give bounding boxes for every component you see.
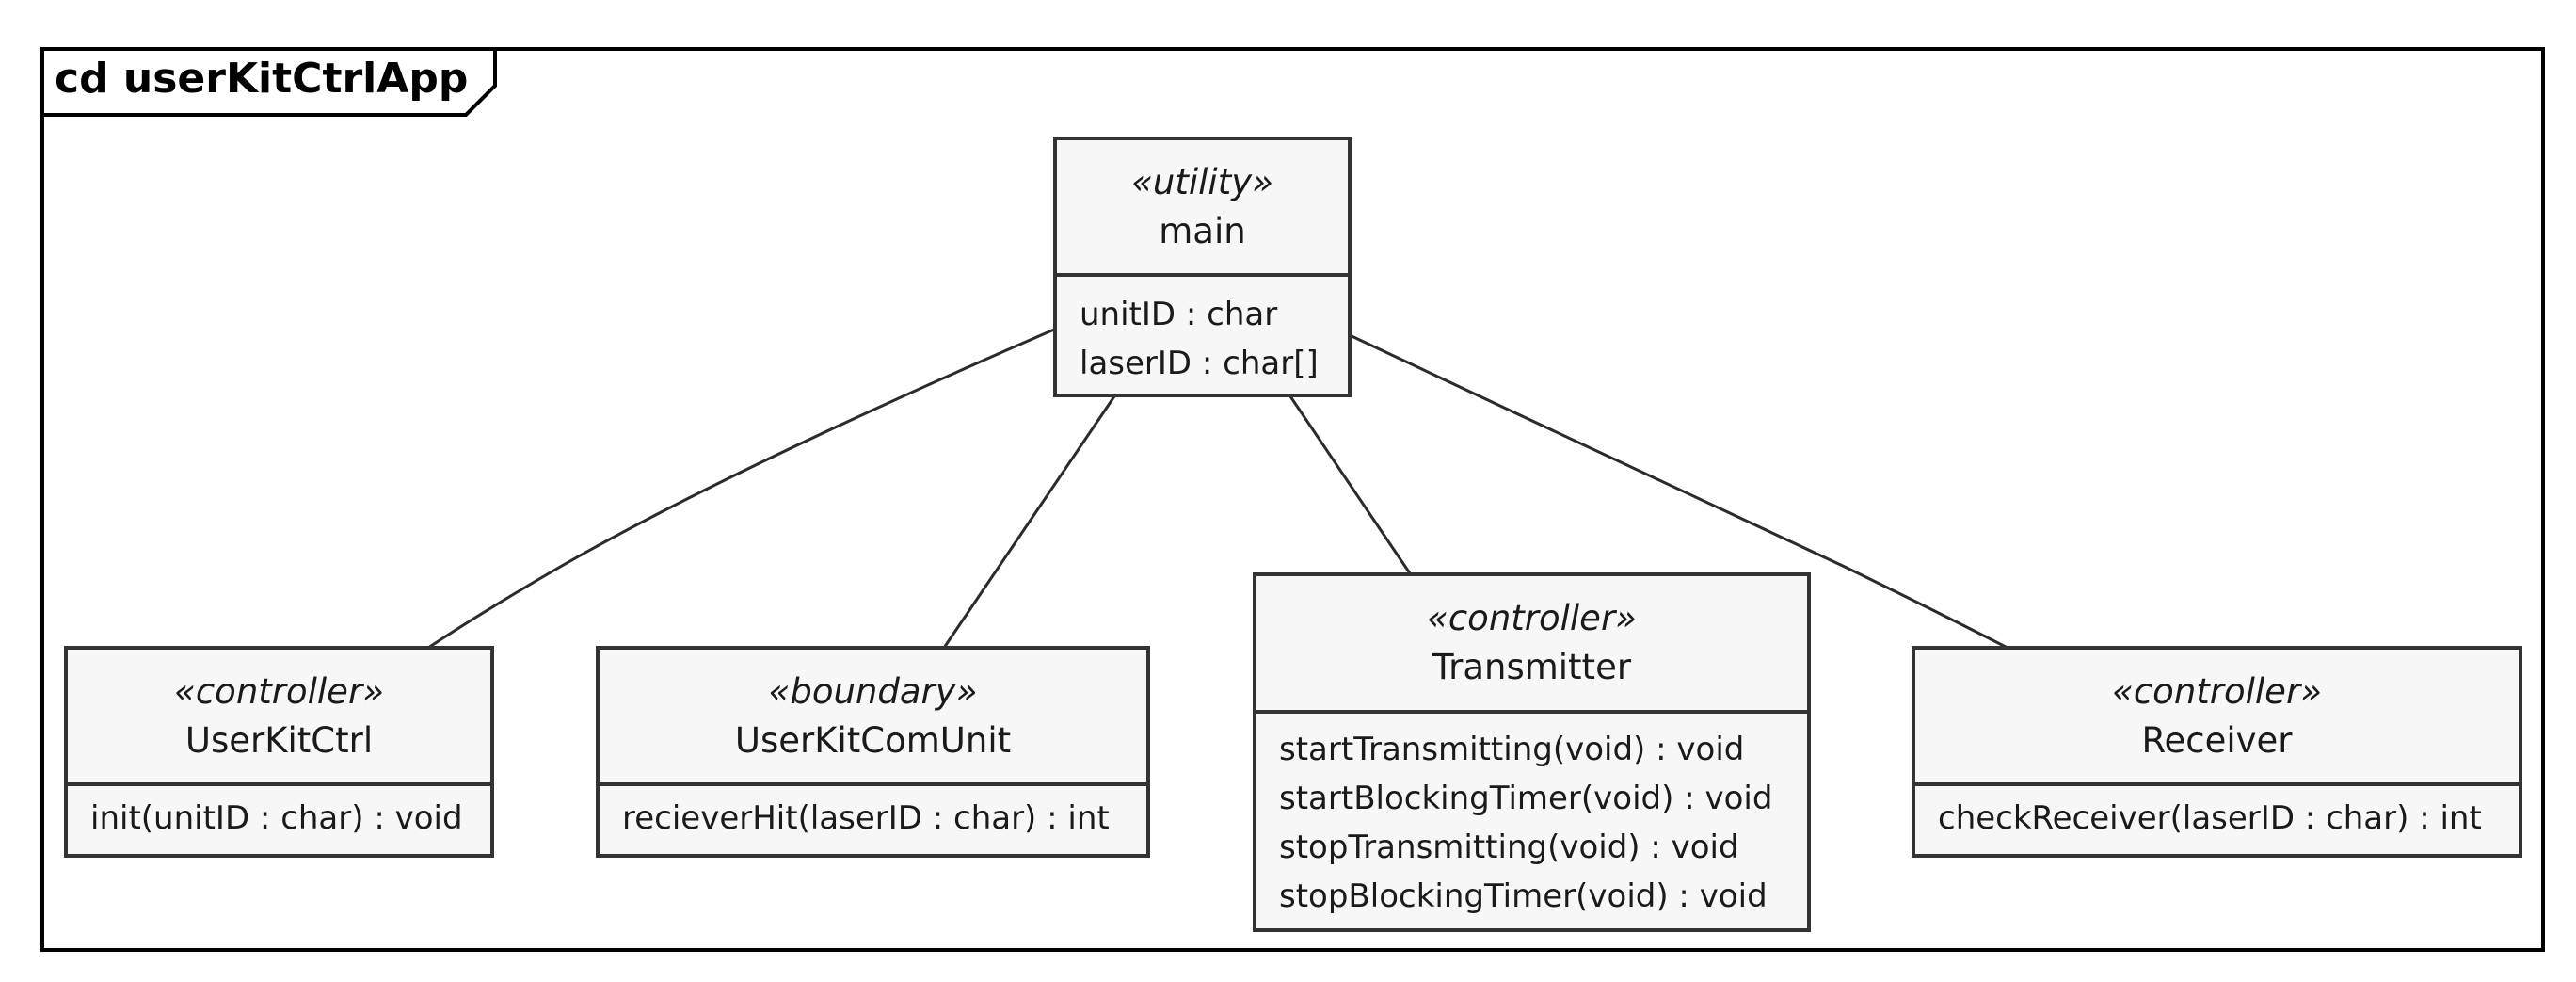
class-transmitter[interactable]: «controller» Transmitter startTransmitti… — [1253, 572, 1811, 932]
operation: init(unitID : char) : void — [90, 799, 463, 837]
class-name: Receiver — [2141, 719, 2293, 761]
class-header: «controller» Transmitter — [1256, 576, 1807, 714]
class-name: Transmitter — [1432, 647, 1632, 687]
stereotype-label: «boundary» — [768, 670, 978, 712]
class-receiver[interactable]: «controller» Receiver checkReceiver(lase… — [1912, 646, 2522, 858]
operation: recieverHit(laserID : char) : int — [622, 799, 1110, 837]
operation: startTransmitting(void) : void — [1279, 731, 1745, 768]
class-header: «controller» Receiver — [1915, 650, 2519, 786]
association-main-receiver — [1349, 333, 2008, 650]
operation: stopBlockingTimer(void) : void — [1279, 877, 1768, 915]
class-main[interactable]: «utility» main unitID : char laserID : c… — [1053, 137, 1352, 397]
class-header: «utility» main — [1057, 140, 1348, 277]
operation-compartment: checkReceiver(laserID : char) : int — [1915, 786, 2519, 843]
class-header: «boundary» UserKitComUnit — [600, 650, 1146, 786]
operation-compartment: init(unitID : char) : void — [68, 786, 490, 843]
stereotype-label: «utility» — [1131, 161, 1273, 202]
class-userkitcomunit[interactable]: «boundary» UserKitComUnit recieverHit(la… — [596, 646, 1150, 858]
operation: startBlockingTimer(void) : void — [1279, 780, 1773, 817]
class-header: «controller» UserKitCtrl — [68, 650, 490, 786]
operation-compartment: startTransmitting(void) : void startBloc… — [1256, 714, 1807, 921]
class-userkitctrl[interactable]: «controller» UserKitCtrl init(unitID : c… — [64, 646, 494, 858]
attribute: unitID : char — [1080, 296, 1278, 333]
attribute: laserID : char[] — [1080, 345, 1319, 382]
class-name: UserKitCtrl — [184, 719, 374, 761]
association-main-userkitcomunit — [942, 395, 1116, 649]
class-name: UserKitComUnit — [734, 719, 1012, 761]
class-name: main — [1159, 210, 1246, 251]
operation: checkReceiver(laserID : char) : int — [1938, 799, 2482, 837]
stereotype-label: «controller» — [174, 670, 384, 712]
diagram-frame — [40, 47, 2545, 952]
operation: stopTransmitting(void) : void — [1279, 829, 1739, 866]
frame-title: cd userKitCtrlApp — [55, 55, 469, 103]
association-main-transmitter — [1288, 395, 1412, 574]
attribute-compartment: unitID : char laserID : char[] — [1057, 277, 1348, 388]
stereotype-label: «controller» — [1427, 598, 1637, 638]
association-main-userkitctrl — [427, 328, 1055, 650]
operation-compartment: recieverHit(laserID : char) : int — [600, 786, 1146, 843]
stereotype-label: «controller» — [2112, 670, 2322, 712]
